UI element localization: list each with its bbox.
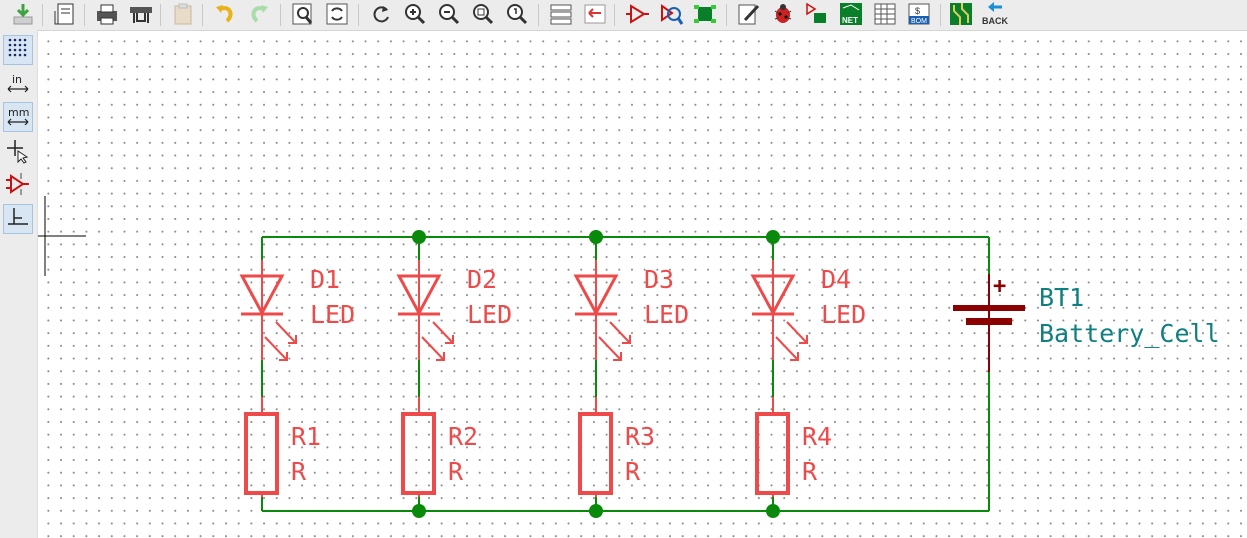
led-value-label: LED bbox=[310, 300, 355, 329]
resistor-ref-label: R2 bbox=[448, 422, 478, 451]
junction-dot[interactable] bbox=[766, 230, 780, 244]
resistor-r4[interactable]: R4 R bbox=[755, 397, 832, 497]
bom-icon[interactable]: $ BOM bbox=[904, 0, 934, 28]
resistor-r3[interactable]: R3 R bbox=[578, 397, 655, 497]
resistor-value-label: R bbox=[625, 457, 641, 486]
battery-ref-label: BT1 bbox=[1039, 283, 1084, 312]
led-d2[interactable]: D2 LED bbox=[396, 260, 512, 361]
svg-text:$: $ bbox=[915, 6, 920, 16]
resistor-r1[interactable]: R1 R bbox=[244, 397, 321, 497]
schematic-drawing: D1 LED D2 LED D3 LED bbox=[38, 196, 1220, 518]
resistor-r2[interactable]: R2 R bbox=[401, 397, 478, 497]
wires bbox=[261, 236, 990, 512]
wire-angle-icon bbox=[5, 204, 31, 234]
find-replace-icon[interactable] bbox=[322, 0, 352, 28]
led-ref-label: D3 bbox=[644, 265, 674, 294]
resistor-value-label: R bbox=[291, 457, 307, 486]
toolbar-separator bbox=[358, 4, 359, 26]
led-value-label: LED bbox=[644, 300, 689, 329]
toolbar-separator bbox=[726, 4, 727, 26]
led-value-label: LED bbox=[821, 300, 866, 329]
page-settings-icon[interactable] bbox=[50, 0, 80, 28]
back-import-icon[interactable]: BACK bbox=[980, 0, 1010, 28]
assign-footprints-icon[interactable] bbox=[802, 0, 832, 28]
junction-dot[interactable] bbox=[412, 504, 426, 518]
unit-mm-label: mm bbox=[8, 106, 29, 119]
full-cursor-icon bbox=[5, 138, 31, 168]
undo-icon[interactable] bbox=[210, 0, 240, 28]
leave-sheet-icon[interactable] bbox=[580, 0, 610, 28]
svg-text:NET: NET bbox=[842, 16, 858, 25]
junctions bbox=[412, 230, 780, 518]
unit-in-label: in bbox=[12, 73, 22, 86]
full-cursor-button[interactable] bbox=[3, 138, 33, 168]
toolbar-separator bbox=[280, 4, 281, 26]
grid-icon bbox=[6, 36, 30, 64]
toolbar-separator bbox=[202, 4, 203, 26]
wire-angle-button[interactable] bbox=[3, 204, 33, 234]
resistor-ref-label: R1 bbox=[291, 422, 321, 451]
battery-bt1[interactable]: + BT1 Battery_Cell bbox=[953, 274, 1220, 372]
led-value-label: LED bbox=[467, 300, 512, 329]
units-inches-button[interactable]: in bbox=[3, 69, 33, 99]
erc-icon[interactable] bbox=[768, 0, 798, 28]
toolbar-separator bbox=[538, 4, 539, 26]
svg-text:BOM: BOM bbox=[911, 18, 927, 25]
save-icon[interactable] bbox=[8, 0, 38, 28]
crosshair-cursor bbox=[38, 196, 86, 276]
led-ref-label: D1 bbox=[310, 265, 340, 294]
back-label: BACK bbox=[982, 16, 1008, 26]
schematic-canvas[interactable]: D1 LED D2 LED D3 LED bbox=[38, 31, 1247, 538]
resistor-ref-label: R4 bbox=[802, 422, 832, 451]
paste-icon[interactable] bbox=[168, 0, 198, 28]
zoom-fit-icon[interactable] bbox=[468, 0, 498, 28]
find-icon[interactable] bbox=[288, 0, 318, 28]
toolbar-separator bbox=[614, 4, 615, 26]
hidden-pins-button[interactable] bbox=[3, 171, 33, 201]
resistor-ref-label: R3 bbox=[625, 422, 655, 451]
symbol-editor-icon[interactable] bbox=[622, 0, 652, 28]
toolbar-separator bbox=[160, 4, 161, 26]
symbol-browser-icon[interactable] bbox=[656, 0, 686, 28]
junction-dot[interactable] bbox=[412, 230, 426, 244]
battery-plus-sign: + bbox=[993, 274, 1006, 299]
print-icon[interactable] bbox=[92, 0, 122, 28]
junction-dot[interactable] bbox=[589, 504, 603, 518]
pcbnew-icon[interactable] bbox=[946, 0, 976, 28]
battery-value-label: Battery_Cell bbox=[1039, 319, 1220, 348]
left-toolbar: in mm bbox=[0, 30, 38, 538]
zoom-selection-icon[interactable] bbox=[502, 0, 532, 28]
redraw-icon[interactable] bbox=[366, 0, 396, 28]
netlist-icon[interactable]: NET bbox=[836, 0, 866, 28]
toolbar-separator bbox=[84, 4, 85, 26]
grid-toggle-button[interactable] bbox=[3, 35, 33, 65]
units-mm-button[interactable]: mm bbox=[3, 102, 33, 132]
bom-table-icon[interactable] bbox=[870, 0, 900, 28]
zoom-out-icon[interactable] bbox=[434, 0, 464, 28]
led-d1[interactable]: D1 LED bbox=[239, 260, 355, 361]
annotate-icon[interactable] bbox=[734, 0, 764, 28]
main-toolbar: NET $ BOM BACK bbox=[0, 0, 1247, 31]
footprint-editor-icon[interactable] bbox=[690, 0, 720, 28]
hidden-pins-icon bbox=[5, 171, 31, 201]
hierarchy-navigator-icon[interactable] bbox=[546, 0, 576, 28]
toolbar-separator bbox=[940, 4, 941, 26]
led-d4[interactable]: D4 LED bbox=[750, 260, 866, 361]
plot-icon[interactable] bbox=[126, 0, 156, 28]
led-ref-label: D4 bbox=[821, 265, 851, 294]
zoom-in-icon[interactable] bbox=[400, 0, 430, 28]
junction-dot[interactable] bbox=[589, 230, 603, 244]
resistor-value-label: R bbox=[448, 457, 464, 486]
redo-icon[interactable] bbox=[244, 0, 274, 28]
junction-dot[interactable] bbox=[766, 504, 780, 518]
led-ref-label: D2 bbox=[467, 265, 497, 294]
toolbar-separator bbox=[42, 4, 43, 26]
led-d3[interactable]: D3 LED bbox=[573, 260, 689, 361]
resistor-value-label: R bbox=[802, 457, 818, 486]
